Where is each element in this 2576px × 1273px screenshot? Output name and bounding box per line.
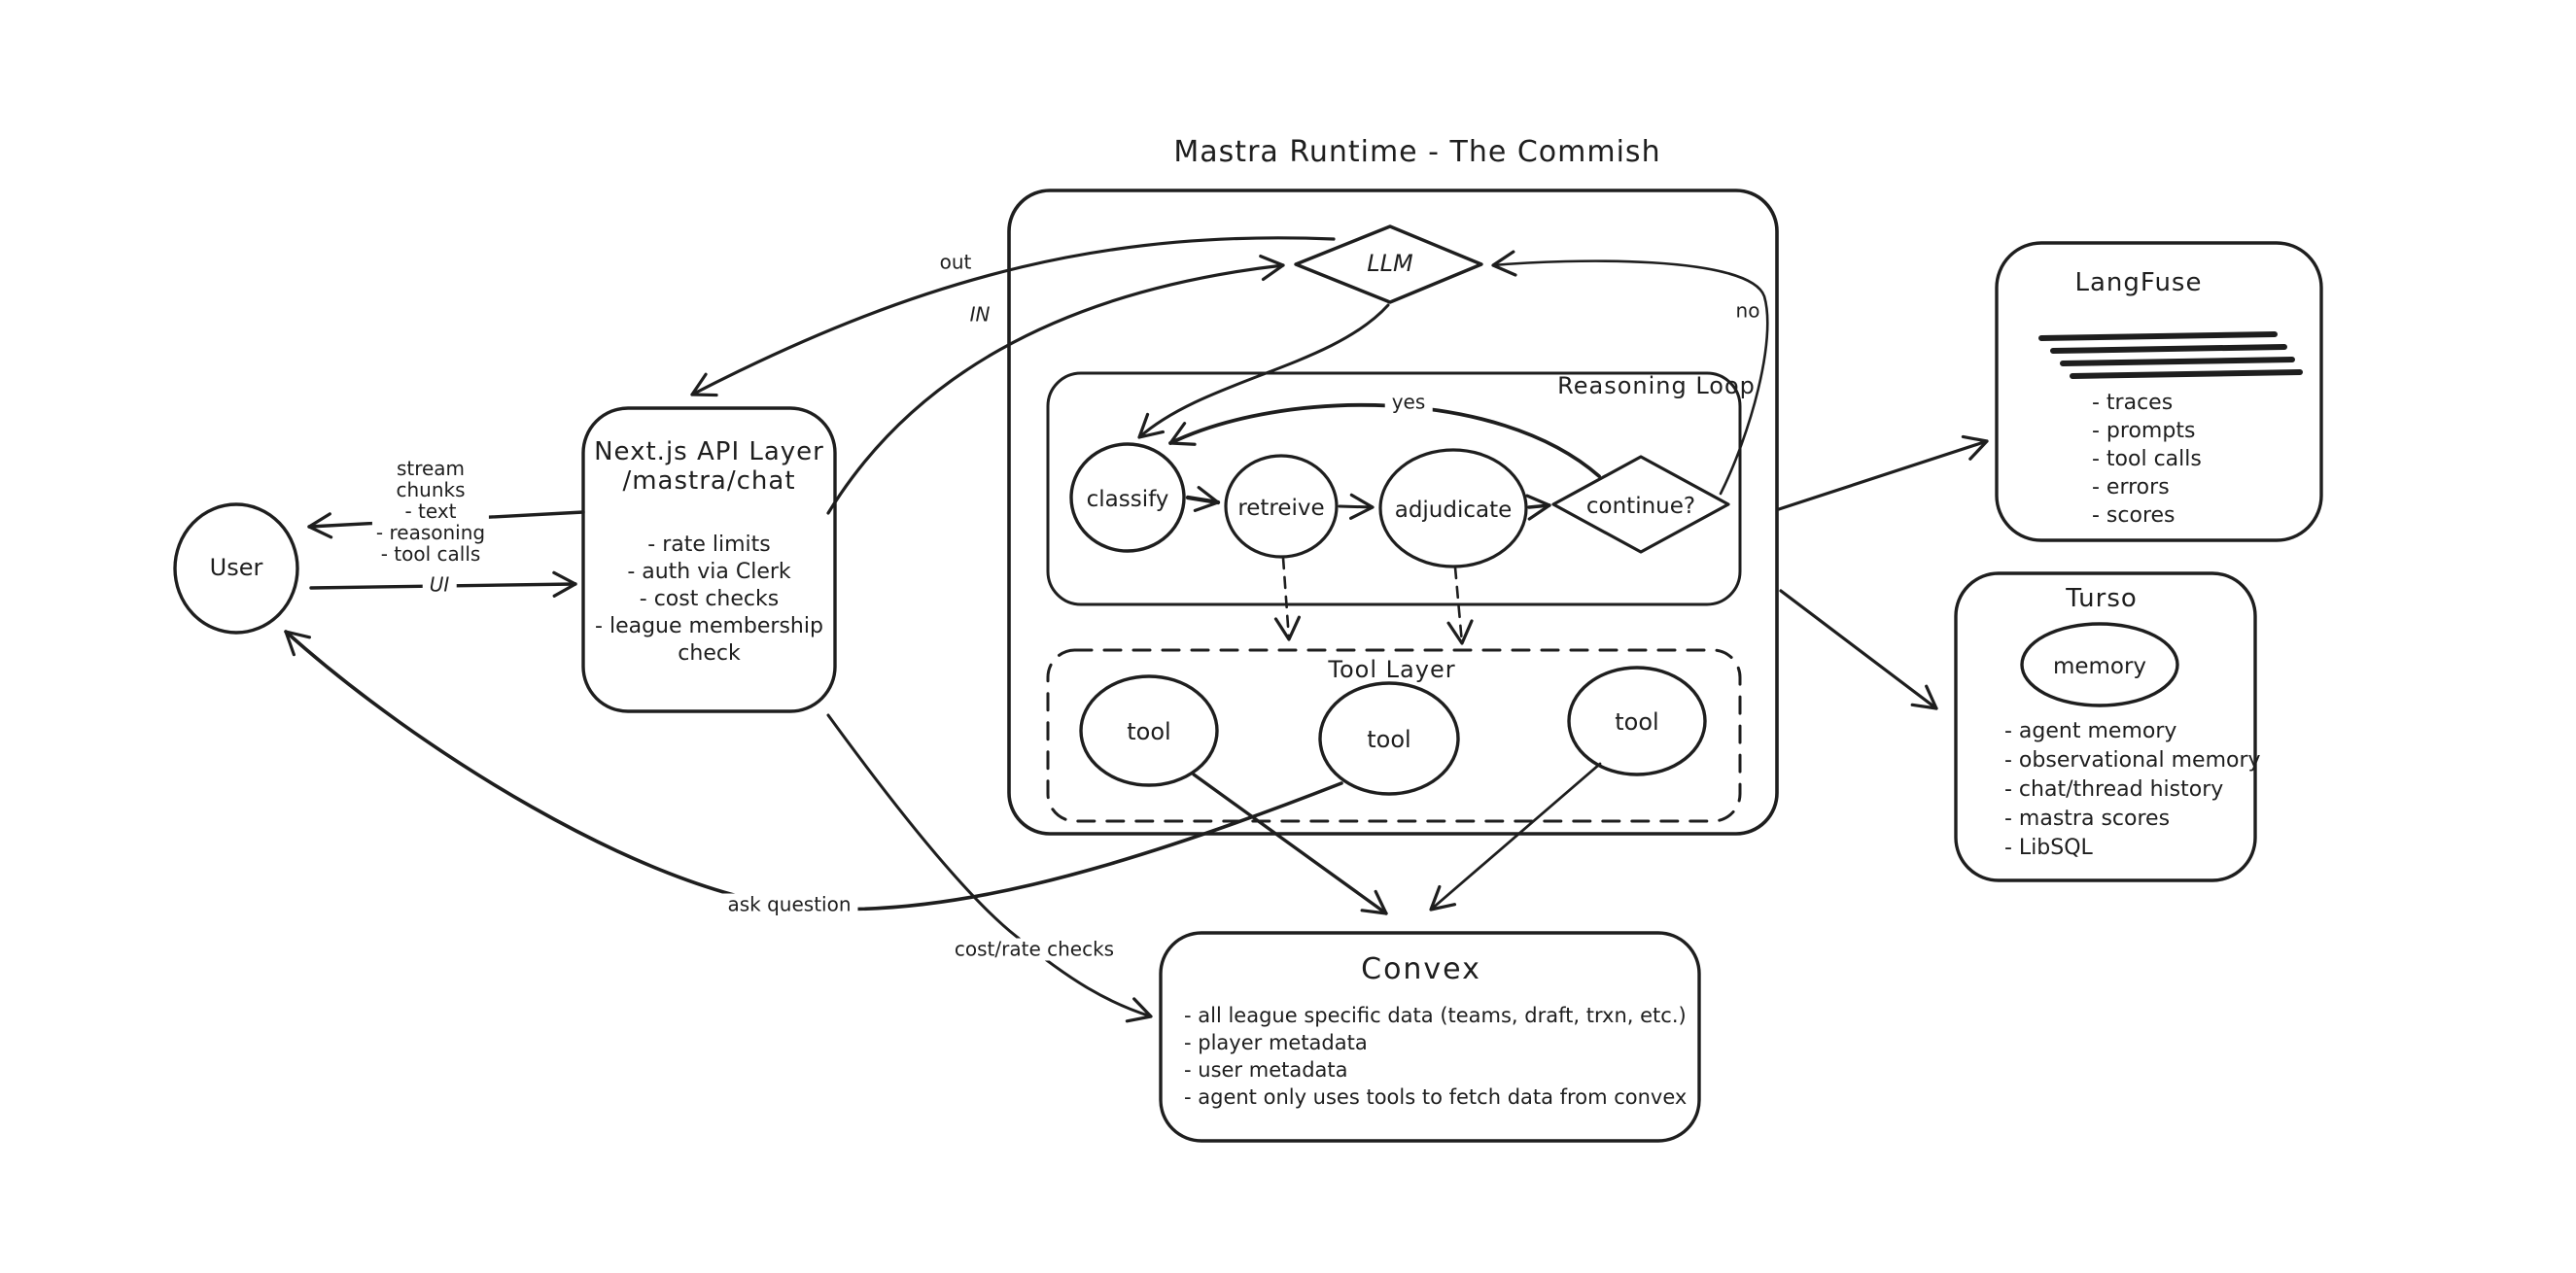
nextjs-item: - rate limits [647, 533, 771, 557]
retreive-label: retreive [1237, 495, 1325, 521]
arrow-retreive-to-tools-dashed [1273, 556, 1302, 641]
langfuse-scribble-line-3 [2060, 357, 2295, 366]
tool-3-label: tool [1615, 708, 1659, 737]
arrow-classify-to-retreive [1185, 486, 1221, 512]
convex-title: Convex [1361, 951, 1481, 986]
langfuse-title: LangFuse [2074, 268, 2203, 298]
stream-label-line: chunks [396, 478, 466, 501]
convex-item: - user metadata [1184, 1058, 1348, 1082]
nextjs-title-line1: Next.js API Layer [594, 437, 824, 466]
turso-items: - agent memory - observational memory - … [2004, 717, 2261, 863]
convex-item: - all league specific data (teams, draft… [1184, 1004, 1687, 1027]
langfuse-scribble-line-1 [2038, 331, 2278, 341]
memory-ellipse [2020, 622, 2179, 707]
langfuse-scribble-line-4 [2070, 369, 2303, 379]
nextjs-title-line2: /mastra/chat [622, 466, 796, 496]
tool-2-ellipse [1318, 681, 1460, 796]
in-edge-label: IN [962, 303, 997, 327]
tool-1-label: tool [1127, 718, 1171, 746]
langfuse-item: - tool calls [2092, 447, 2202, 471]
turso-item: - mastra scores [2004, 807, 2171, 831]
reasoning-loop-label: Reasoning Loop [1557, 372, 1756, 400]
nextjs-item: check [678, 641, 741, 666]
out-edge-label: out [932, 251, 979, 274]
diagram-title: Mastra Runtime - The Commish [1173, 134, 1661, 169]
nextjs-item: - league membership [595, 614, 823, 638]
arrow-tool3-to-convex [1429, 762, 1602, 912]
continue-label: continue? [1585, 493, 1696, 519]
stream-chunks-label: stream chunks - text - reasoning - tool … [371, 456, 490, 567]
user-label: User [209, 554, 263, 582]
convex-item: - agent only uses tools to fetch data fr… [1184, 1085, 1688, 1109]
ui-edge-label: UI [422, 573, 457, 597]
nextjs-item: - auth via Clerk [627, 560, 791, 584]
arrow-in-nextjs-to-llm [826, 254, 1285, 515]
tool-layer-label: Tool Layer [1328, 656, 1456, 684]
arrow-retreive-to-adjudicate [1338, 493, 1375, 520]
langfuse-item: - prompts [2092, 419, 2196, 443]
turso-item: - observational memory [2004, 748, 2261, 773]
arrow-runtime-to-turso [1779, 589, 1938, 710]
tool-2-label: tool [1367, 726, 1411, 754]
retreive-ellipse [1224, 454, 1339, 559]
stream-label-line: - tool calls [380, 542, 481, 566]
arrow-out-llm-to-nextjs [690, 236, 1336, 397]
langfuse-items: - traces - prompts - tool calls - errors… [2092, 389, 2202, 530]
arrow-adjudicate-to-continue [1525, 494, 1551, 521]
user-circle [173, 502, 299, 635]
memory-label: memory [2052, 653, 2147, 679]
yes-edge-label: yes [1384, 391, 1433, 414]
tool-3-ellipse [1567, 666, 1707, 776]
continue-diamond [1551, 455, 1730, 554]
convex-items: - all league specific data (teams, draft… [1184, 1002, 1687, 1111]
langfuse-item: - errors [2092, 475, 2170, 499]
turso-item: - chat/thread history [2004, 777, 2224, 802]
langfuse-item: - traces [2092, 391, 2174, 415]
turso-item: - agent memory [2004, 719, 2177, 743]
nextjs-box [581, 406, 837, 713]
convex-box [1159, 931, 1701, 1143]
arrow-tool1-to-convex [1192, 773, 1388, 915]
classify-label: classify [1086, 486, 1169, 512]
ask-question-edge-label: ask question [720, 893, 858, 916]
arrow-no-continue-to-llm [1491, 250, 1769, 496]
stream-label-line: - text [404, 499, 457, 523]
langfuse-scribble-line-2 [2050, 344, 2287, 354]
arrow-llm-to-classify [1137, 303, 1390, 439]
nextjs-items: - rate limits - auth via Clerk - cost ch… [583, 532, 835, 668]
arrow-runtime-to-langfuse [1777, 434, 1989, 511]
llm-label: LLM [1367, 250, 1413, 278]
turso-item: - LibSQL [2004, 836, 2093, 860]
langfuse-box [1995, 241, 2323, 542]
tool-1-ellipse [1079, 674, 1219, 787]
arrow-nextjs-to-convex-cost [826, 713, 1153, 1023]
llm-diamond [1294, 224, 1483, 304]
arrow-adjudicate-to-tools-dashed [1446, 566, 1474, 645]
cost-rate-checks-edge-label: cost/rate checks [947, 938, 1122, 961]
turso-title: Turso [2066, 584, 2138, 614]
nextjs-title: Next.js API Layer /mastra/chat [583, 437, 835, 496]
stream-label-line: stream [396, 457, 466, 480]
langfuse-item: - scores [2092, 503, 2176, 528]
nextjs-item: - cost checks [639, 587, 780, 611]
classify-ellipse [1069, 442, 1186, 553]
stream-label-line: - reasoning [375, 521, 486, 544]
convex-item: - player metadata [1184, 1031, 1368, 1054]
adjudicate-label: adjudicate [1394, 497, 1513, 523]
no-edge-label: no [1735, 298, 1760, 323]
